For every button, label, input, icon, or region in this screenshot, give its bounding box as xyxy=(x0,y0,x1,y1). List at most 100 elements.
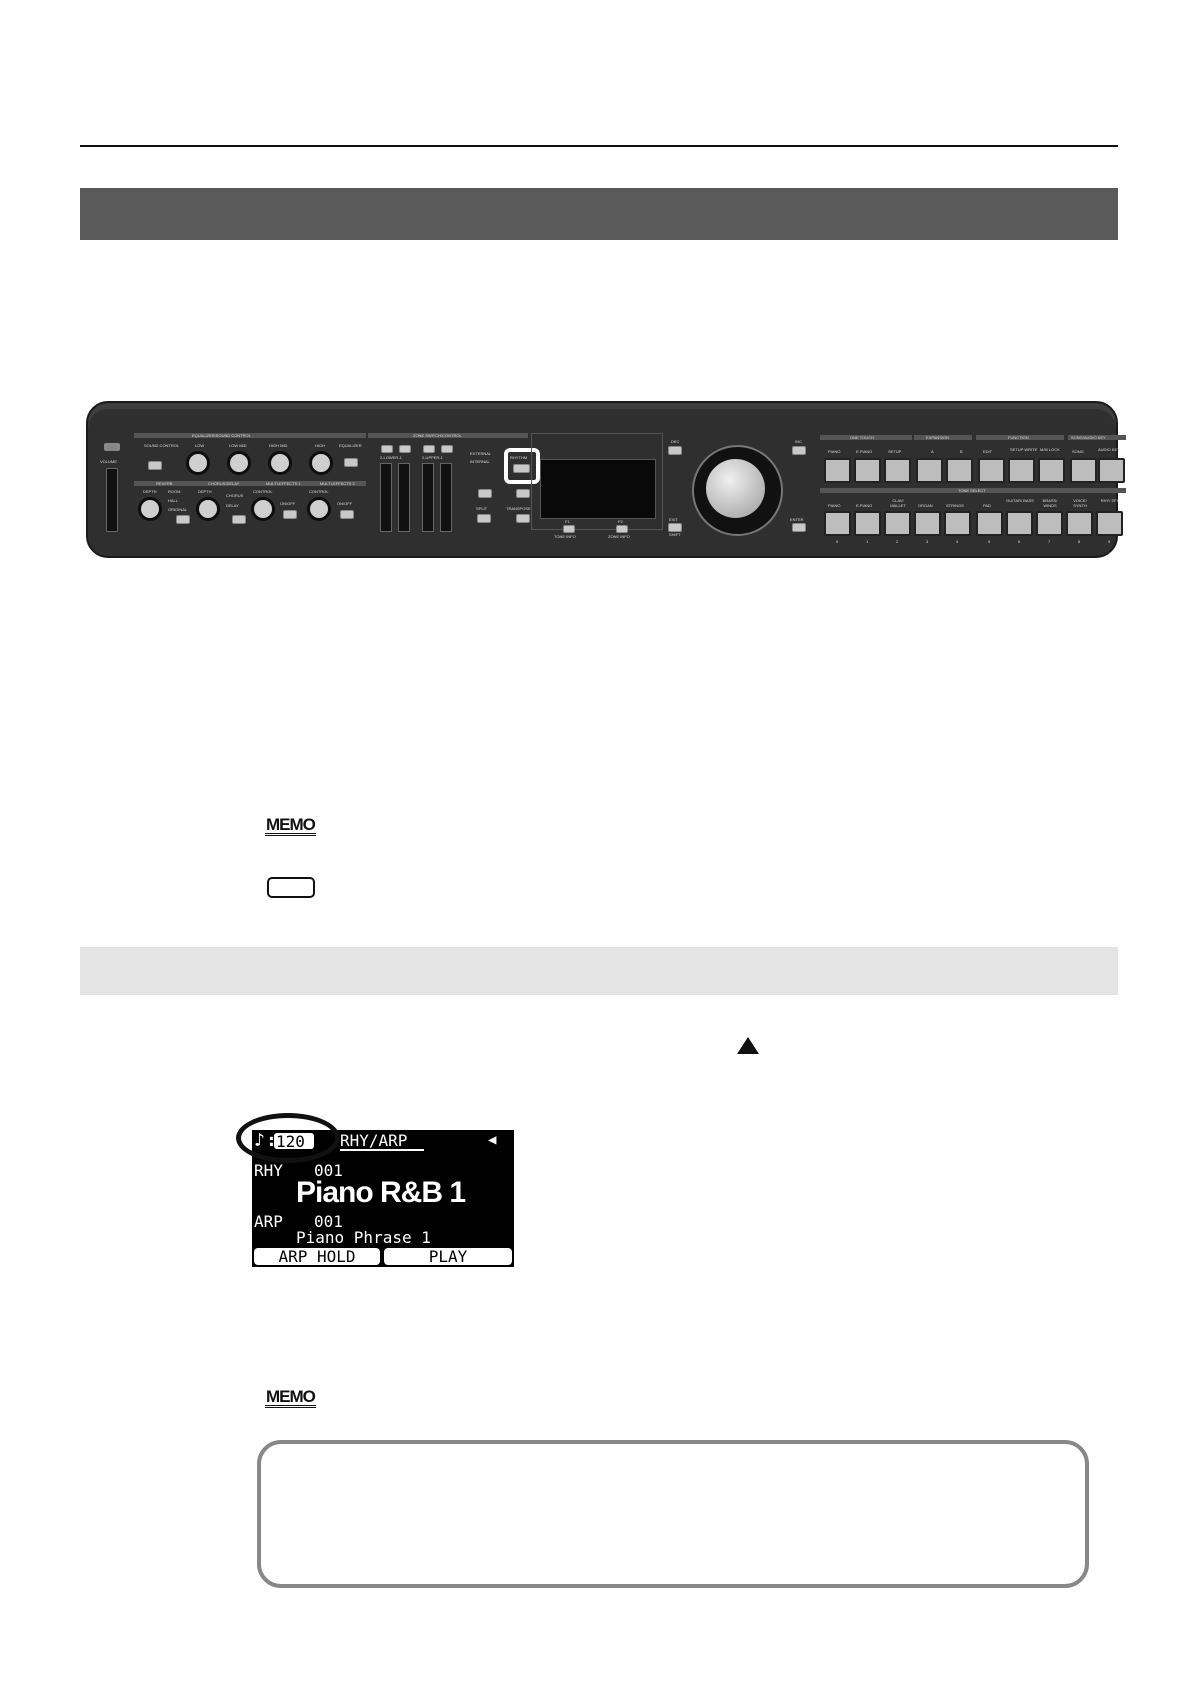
equalizer-label: EQUALIZER xyxy=(339,443,362,448)
arp-label: ARP xyxy=(254,1212,283,1231)
panel-display xyxy=(540,459,656,519)
rhythm-button[interactable] xyxy=(513,464,530,473)
high-mid-label: HIGH MID xyxy=(269,443,288,448)
low-label: LOW xyxy=(195,443,205,448)
mfx1-control-knob[interactable] xyxy=(251,497,275,521)
up-triangle-icon xyxy=(737,1037,759,1054)
high-mid-knob[interactable] xyxy=(268,451,292,475)
screen-title: RHY/ARP xyxy=(340,1131,408,1150)
tone-guitar-bass-label: GUITAR/ BASS xyxy=(1006,498,1034,503)
expansion-bar xyxy=(914,435,972,440)
one-touch-setup-button[interactable] xyxy=(884,458,911,483)
tone-info-label: TONE INFO xyxy=(554,534,576,539)
zone-fader-2[interactable] xyxy=(398,463,410,532)
audio-key-button[interactable] xyxy=(1098,458,1125,483)
tone-clav-mallet-button[interactable] xyxy=(884,511,911,536)
zone-fader-1[interactable] xyxy=(380,463,392,532)
chorus-depth-knob[interactable] xyxy=(196,497,220,521)
zone-switch-3[interactable] xyxy=(423,445,435,453)
zone-section-title: ZONE SWITCH/CONTROL xyxy=(413,433,462,438)
tone-strings-button[interactable] xyxy=(944,511,971,536)
mfx2-control-knob[interactable] xyxy=(307,497,331,521)
zone-fader-4[interactable] xyxy=(440,463,452,532)
one-touch-title: ONE TOUCH xyxy=(850,435,874,440)
tone-number-3: 3 xyxy=(926,539,929,544)
hall-label: HALL xyxy=(168,498,179,503)
f2-label: F2 xyxy=(618,519,623,524)
song-audio-bar xyxy=(1068,435,1126,440)
tone-number-5: 5 xyxy=(988,539,991,544)
song-label: SONG xyxy=(1072,449,1084,454)
mfx1-button[interactable] xyxy=(283,510,297,519)
inc-button[interactable] xyxy=(792,446,806,455)
mfx2-on-off-label: ON/OFF xyxy=(337,501,353,506)
top-rule xyxy=(80,145,1118,147)
rhythm-label: RHYTHM xyxy=(510,455,528,460)
effects-section-bar xyxy=(134,481,366,486)
audio-key-label: AUDIO KEY xyxy=(1098,447,1120,452)
tone-epiano-button[interactable] xyxy=(854,511,881,536)
zone-button-a[interactable] xyxy=(478,489,492,498)
volume-slider[interactable] xyxy=(106,468,118,532)
tone-rhy-sfx-button[interactable] xyxy=(1096,511,1123,536)
high-label: HIGH xyxy=(315,443,325,448)
inc-label: INC xyxy=(795,439,802,444)
song-audio-title: SONG/AUDIO KEY xyxy=(1071,435,1106,440)
eq-section-title: EQUALIZER/SOUND CONTROL xyxy=(192,433,251,438)
arp-hold-key: ARP HOLD xyxy=(254,1248,380,1265)
tone-number-7: 7 xyxy=(1048,539,1051,544)
edit-button[interactable] xyxy=(978,458,1005,483)
chorus-delay-button[interactable] xyxy=(232,515,246,524)
reverb-depth-knob[interactable] xyxy=(138,497,162,521)
tone-number-4: 4 xyxy=(956,539,959,544)
reverb-title: REVERB xyxy=(156,481,173,486)
internal-label: INTERNAL xyxy=(470,459,490,464)
tone-piano-button[interactable] xyxy=(824,511,851,536)
zone-fader-3[interactable] xyxy=(422,463,434,532)
value-dial[interactable] xyxy=(706,459,765,518)
tone-select-bar xyxy=(820,488,1126,493)
zone-switch-2[interactable] xyxy=(399,445,411,453)
f1-button[interactable] xyxy=(563,525,575,533)
tone-clav-mallet-label: CLAV/ MALLET xyxy=(890,498,906,508)
tone-voice-synth-label: VOICE/ SYNTH xyxy=(1073,498,1087,508)
dec-button[interactable] xyxy=(668,446,682,455)
mm-lock-button[interactable] xyxy=(1038,458,1065,483)
one-touch-piano-label: PIANO xyxy=(828,449,841,454)
zone-button-b[interactable] xyxy=(516,489,530,498)
mfx2-button[interactable] xyxy=(340,510,354,519)
tone-number-9: 9 xyxy=(1108,539,1111,544)
low-mid-knob[interactable] xyxy=(227,451,251,475)
transpose-button[interactable] xyxy=(516,514,530,523)
tone-pad-button[interactable] xyxy=(976,511,1003,536)
split-button[interactable] xyxy=(477,514,491,523)
zone-switch-4[interactable] xyxy=(441,445,453,453)
exit-button[interactable] xyxy=(668,523,682,532)
reverb-button[interactable] xyxy=(176,515,190,524)
play-key: PLAY xyxy=(384,1248,512,1265)
expansion-a-button[interactable] xyxy=(916,458,943,483)
zone-switch-1[interactable] xyxy=(381,445,393,453)
original-label: ORIGINAL xyxy=(168,507,188,512)
tone-brass-winds-button[interactable] xyxy=(1036,511,1063,536)
sound-control-button[interactable] xyxy=(148,461,162,470)
room-label: ROOM xyxy=(168,489,181,494)
enter-button[interactable] xyxy=(792,523,806,532)
equalizer-button[interactable] xyxy=(344,458,358,467)
mfx1-title: MULTI-EFFECTS 1 xyxy=(266,481,301,486)
song-button[interactable] xyxy=(1070,458,1097,483)
tone-voice-synth-button[interactable] xyxy=(1066,511,1093,536)
eq-section-bar xyxy=(134,433,366,438)
low-knob[interactable] xyxy=(186,451,210,475)
high-knob[interactable] xyxy=(309,451,333,475)
tone-organ-button[interactable] xyxy=(914,511,941,536)
expansion-b-button[interactable] xyxy=(946,458,973,483)
one-touch-piano-button[interactable] xyxy=(824,458,851,483)
setup-write-button[interactable] xyxy=(1008,458,1035,483)
tone-guitar-bass-button[interactable] xyxy=(1006,511,1033,536)
front-panel-illustration: VOLUME EQUALIZER/SOUND CONTROL SOUND CON… xyxy=(86,401,1126,558)
one-touch-epiano-button[interactable] xyxy=(854,458,881,483)
subsection-header-bar xyxy=(80,947,1118,995)
expansion-a-label: A xyxy=(931,449,934,454)
f2-button[interactable] xyxy=(616,525,628,533)
